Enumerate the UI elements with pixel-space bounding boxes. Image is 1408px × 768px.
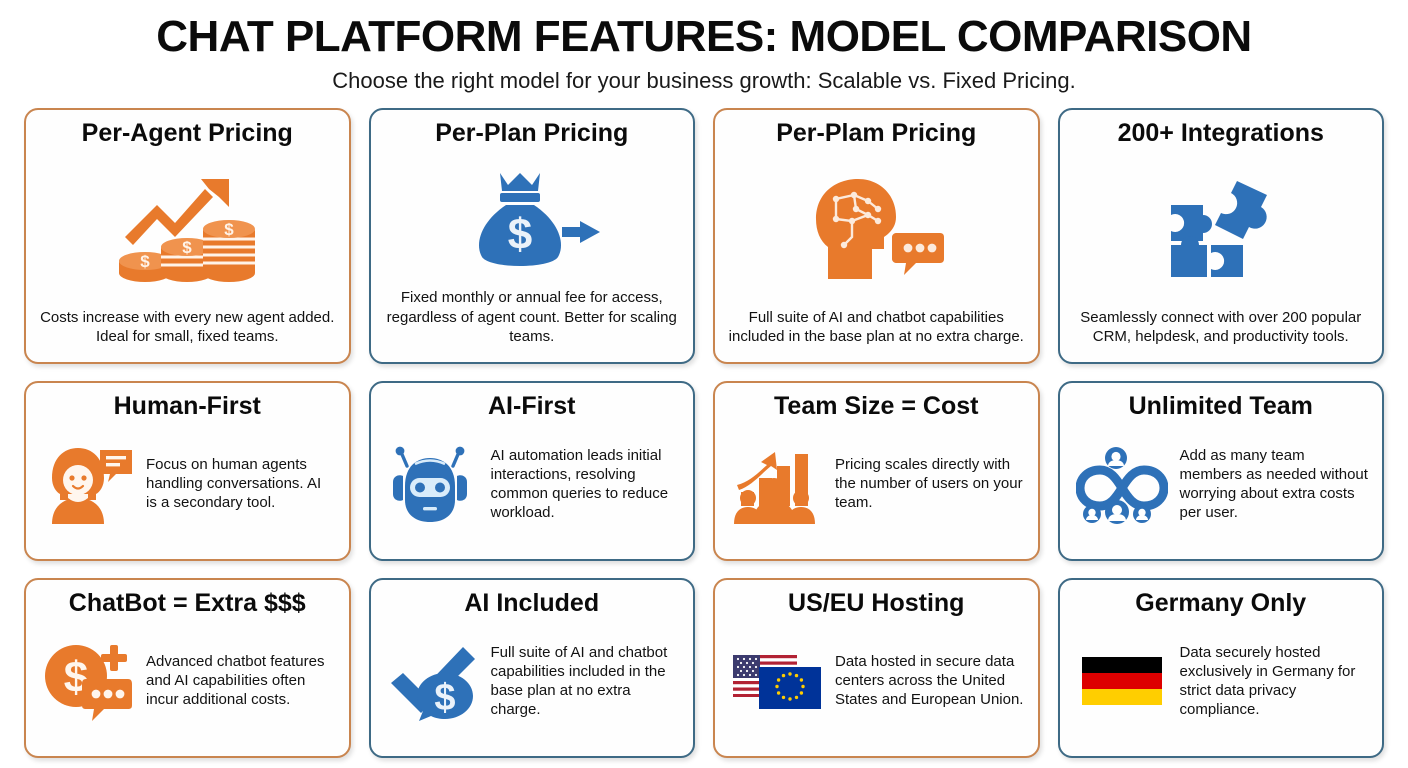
card-title: Unlimited Team (1128, 391, 1313, 420)
infinity-people-icon (1075, 444, 1168, 526)
card-description: AI automation leads initial interactions… (490, 446, 669, 521)
svg-text:$: $ (141, 252, 151, 271)
feature-card-per-plan-pricing[interactable]: Per-Plan Pricing $ Fixed monthly or annu… (368, 108, 695, 364)
card-description: Seamlessly connect with over 200 popular… (1080, 308, 1362, 345)
team-growth-chart-icon (731, 444, 823, 526)
card-title: AI-First (488, 391, 576, 420)
money-bag-arrow-icon: $ (383, 148, 682, 289)
feature-card-us-eu-hosting[interactable]: US/EU Hosting (713, 577, 1040, 758)
card-description: Full suite of AI and chatbot capabilitie… (490, 643, 668, 718)
dollar-plus-chat-icon: $ (42, 641, 134, 723)
feature-card-team-size-cost[interactable]: Team Size = Cost (713, 380, 1040, 561)
puzzle-pieces-icon (1072, 148, 1371, 308)
feature-card-unlimited-team[interactable]: Unlimited Team (1057, 380, 1384, 561)
svg-text:$: $ (183, 238, 193, 257)
germany-flag-icon (1076, 641, 1168, 723)
page-title: CHAT PLATFORM FEATURES: MODEL COMPARISON (156, 12, 1252, 61)
page-subtitle: Choose the right model for your business… (332, 68, 1076, 94)
card-title: AI Included (464, 588, 600, 617)
card-description: Fixed monthly or annual fee for access, … (386, 289, 677, 345)
us-eu-flags-icon (731, 641, 823, 723)
checkmark-dollar-bubble-icon: $ (387, 641, 479, 723)
card-title: Per-Agent Pricing (81, 119, 293, 148)
feature-card-grid: Per-Agent Pricing $ (24, 108, 1384, 758)
card-description: Pricing scales directly with the number … (835, 456, 1023, 512)
robot-head-icon (387, 444, 479, 526)
card-description: Data hosted in secure data centers acros… (835, 653, 1024, 709)
svg-text:$: $ (225, 220, 235, 239)
svg-text:$: $ (434, 677, 455, 719)
card-description: Costs increase with every new agent adde… (40, 308, 335, 345)
feature-card-ai-first[interactable]: AI-First (368, 380, 695, 561)
feature-card-human-first[interactable]: Human-First Foc (24, 380, 351, 561)
card-title: Germany Only (1135, 588, 1307, 617)
feature-card-ai-included[interactable]: AI Included $ Full suite of AI and chatb… (368, 577, 695, 758)
card-title: Human-First (113, 391, 261, 420)
card-description: Advanced chatbot features and AI capabiI… (146, 653, 325, 709)
card-title: 200+ Integrations (1117, 119, 1324, 148)
card-title: Per-Plam Pricing (776, 119, 977, 148)
card-title: Team Size = Cost (774, 391, 979, 420)
rising-arrow-coin-stacks-icon: $ $ (38, 148, 337, 308)
feature-card-germany-only[interactable]: Germany Only Data securely hosted exclus… (1057, 577, 1384, 758)
card-description: Focus on human agents handling conversat… (146, 456, 322, 512)
card-description: Add as many team members as needed witho… (1179, 446, 1368, 521)
feature-card-per-plam-pricing[interactable]: Per-Plam Pricing (713, 108, 1040, 364)
svg-text:$: $ (508, 210, 532, 259)
feature-card-per-agent-pricing[interactable]: Per-Agent Pricing $ (24, 108, 351, 364)
card-title: US/EU Hosting (788, 588, 965, 617)
ai-head-brain-speech-icon (727, 148, 1026, 308)
card-title: ChatBot = Extra $$$ (68, 588, 306, 617)
card-description: Full suite of AI and chatbot capabilitie… (728, 308, 1024, 345)
person-speech-bubble-icon (42, 444, 134, 526)
feature-card-200-integrations[interactable]: 200+ Integrations Seamlessly connect wit… (1057, 108, 1384, 364)
card-description: Data securely hosted exclusively in Germ… (1179, 643, 1356, 718)
card-title: Per-Plan Pricing (435, 119, 629, 148)
feature-card-chatbot-extra-cost[interactable]: ChatBot = Extra $$$ $ (24, 577, 351, 758)
